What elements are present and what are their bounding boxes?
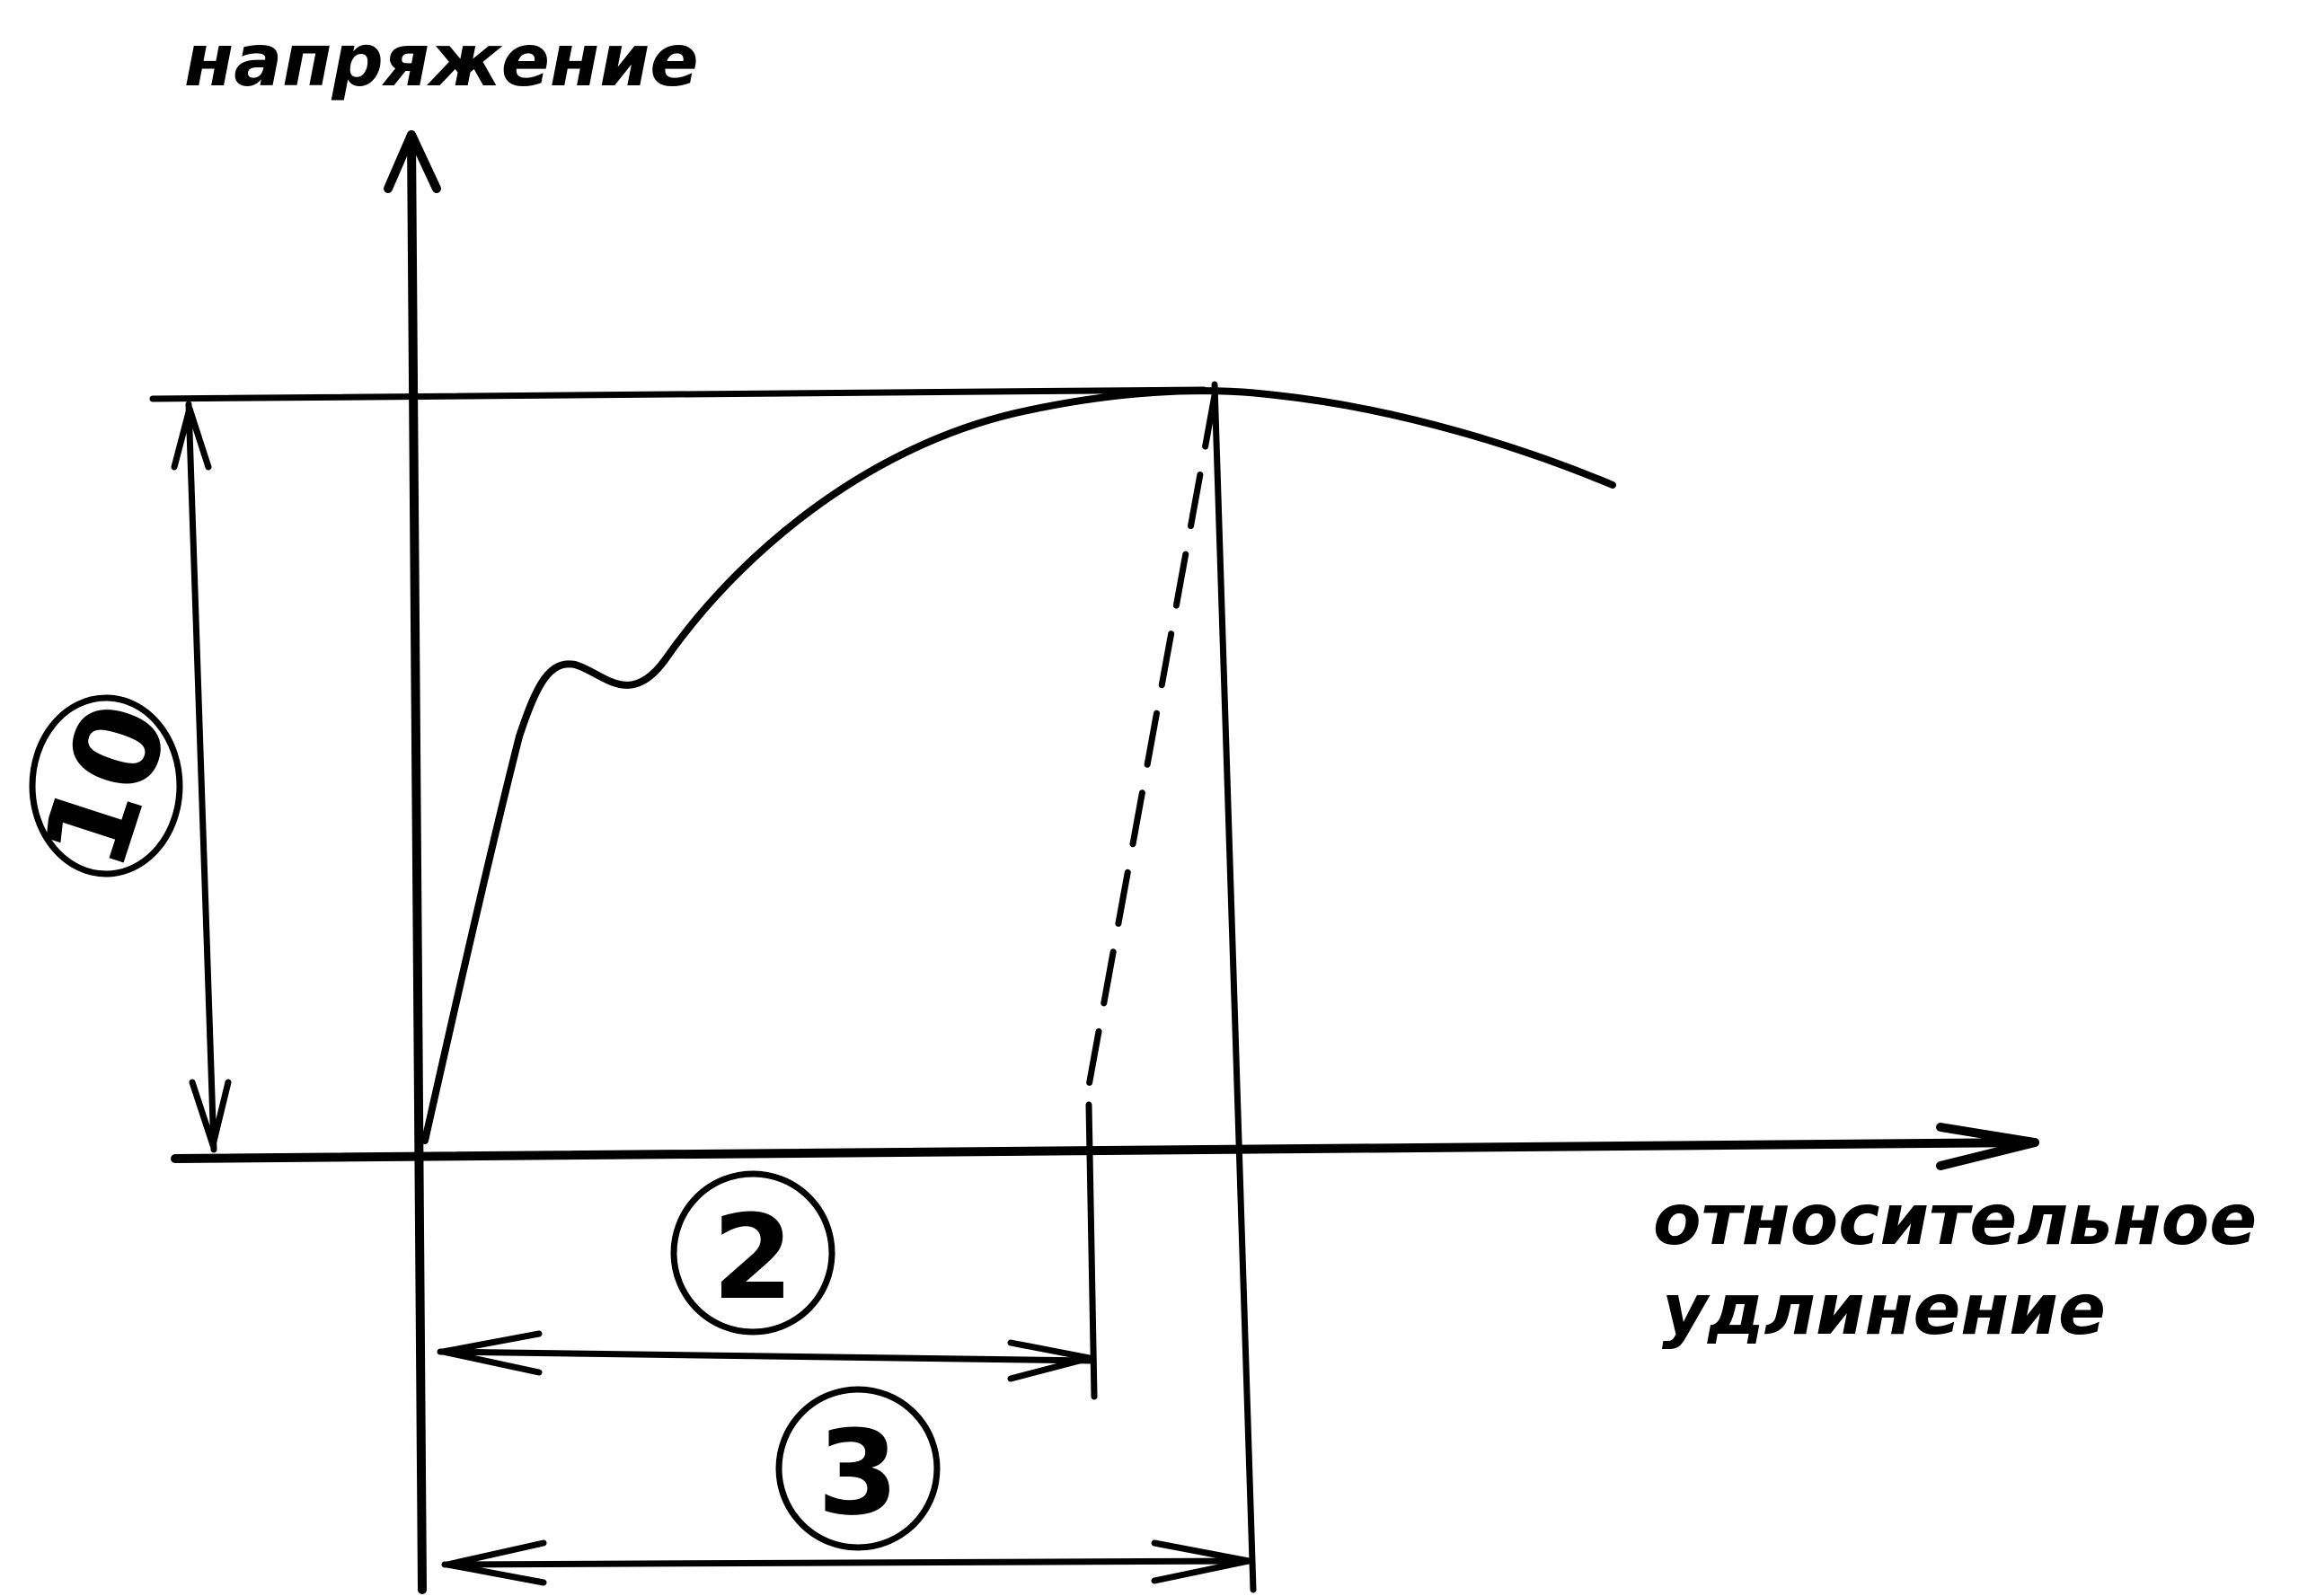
marker-total-elongation-label: 3: [818, 1405, 898, 1541]
y-axis: [384, 130, 441, 1594]
marker-plastic-elongation-label: 2: [712, 1189, 793, 1326]
plastic-elongation-boundary: [1085, 1101, 1098, 1400]
marker-plastic-elongation: 2: [670, 1170, 835, 1336]
stress-strain-curve: [421, 387, 1616, 1144]
total-elongation-dimension: [441, 1539, 1254, 1586]
x-axis-label-line2: удлинение: [1662, 1270, 2106, 1351]
x-axis-label-line1: относительное: [1653, 1180, 2257, 1261]
unloading-dashed-line: [1083, 392, 1218, 1099]
marker-total-elongation: 3: [775, 1386, 941, 1551]
marker-stress-height: 10: [16, 687, 196, 884]
plastic-elongation-dimension: [437, 1330, 1095, 1382]
y-axis-label: напряжение: [184, 19, 699, 102]
x-axis: [171, 1123, 2039, 1170]
total-elongation-boundary: [1211, 381, 1257, 1593]
marker-stress-height-label: 10: [16, 687, 196, 884]
peak-stress-line: [149, 386, 1207, 402]
stress-dimension-line: [171, 401, 232, 1153]
